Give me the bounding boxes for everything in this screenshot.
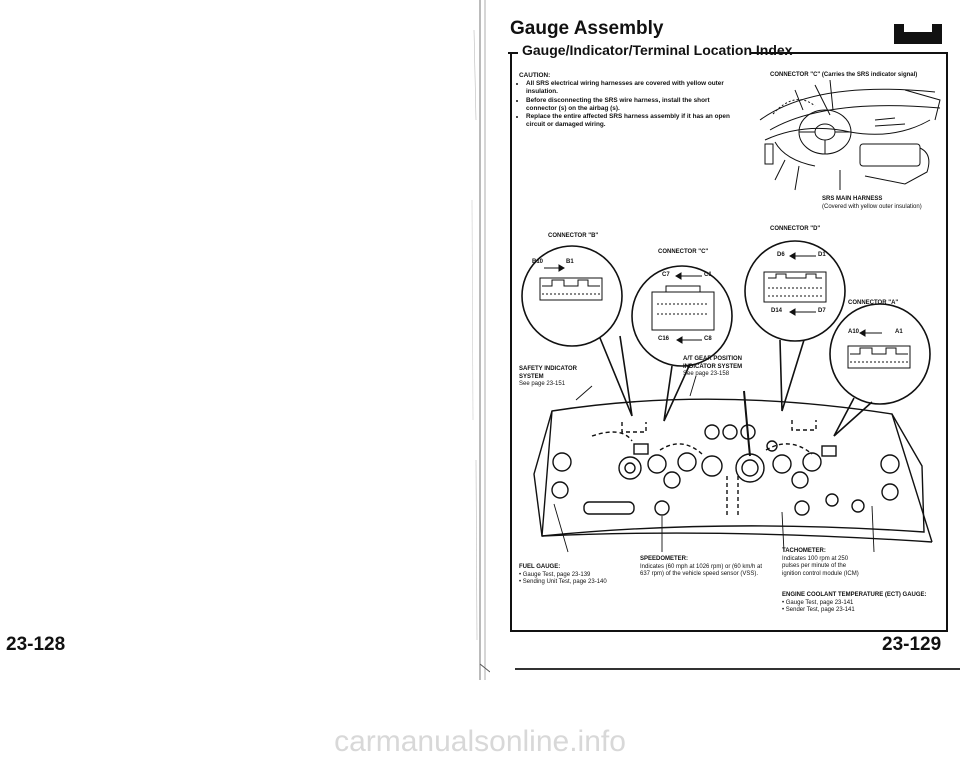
diagram-frame [510,54,948,632]
pin-d7: D7 [818,308,826,314]
connector-d-label: CONNECTOR "D" [770,226,821,232]
speedo-title: SPEEDOMETER: [640,556,689,562]
pin-d6: D6 [777,252,785,258]
at-gear-label: A/T GEAR POSITION INDICATOR SYSTEM See p… [683,356,742,379]
page-title: Gauge Assembly [510,18,664,39]
pin-c7: C7 [662,272,670,278]
page-number-right: 23-129 [882,634,942,655]
srs-harness-line1: SRS MAIN HARNESS [822,196,883,202]
speedometer-label: SPEEDOMETER: Indicates (60 mph at 1026 r… [640,556,772,579]
fuel-line1: • Gauge Test, page 23-139 [519,571,591,578]
fuel-title: FUEL GAUGE: [519,564,561,570]
caution-box: CAUTION: All SRS electrical wiring harne… [519,72,741,129]
connector-a-circle [829,303,931,405]
pin-c1: C1 [704,272,712,278]
caution-item: All SRS electrical wiring harnesses are … [526,80,741,96]
connector-b-circle [521,245,623,347]
ect-gauge-label: ENGINE COOLANT TEMPERATURE (ECT) GAUGE: … [782,592,927,615]
pin-a10: A10 [848,329,860,335]
connector-d-circle [744,240,846,342]
safety-line2: SYSTEM [519,373,544,380]
pin-b1: B1 [566,259,574,265]
caution-item: Before disconnecting the SRS wire harnes… [526,97,741,113]
tach-title: TACHOMETER: [782,548,826,554]
connector-b-label: CONNECTOR "B" [548,233,599,239]
fuel-line2: • Sending Unit Test, page 23-140 [519,579,607,586]
srs-harness-line2: (Covered with yellow outer insulation) [822,203,922,210]
tachometer-label: TACHOMETER: Indicates 100 rpm at 250 pul… [782,548,864,578]
page-subtitle: Gauge/Indicator/Terminal Location Index [522,42,793,58]
fuel-gauge-label: FUEL GAUGE: • Gauge Test, page 23-139 • … [519,564,607,587]
caution-heading: CAUTION: [519,72,551,79]
gauge-cluster-diagram [521,240,933,553]
pin-c8: C8 [704,336,712,342]
pin-c16: C16 [658,336,670,342]
connector-c-circle [631,265,733,367]
pin-d1: D1 [818,252,826,258]
srs-harness-label: SRS MAIN HARNESS (Covered with yellow ou… [822,196,922,211]
subtitle-rule-left [508,52,518,54]
subtitle-rule-right [751,52,948,54]
section-tab-icon [894,24,942,44]
caution-item: Replace the entire affected SRS harness … [526,113,741,129]
binding-edge [471,0,490,680]
at-line3: See page 23-158 [683,371,730,378]
bottom-rule [515,668,960,670]
at-line1: A/T GEAR POSITION [683,356,743,362]
safety-indicator-label: SAFETY INDICATOR SYSTEM See page 23-151 [519,366,577,389]
pin-a1: A1 [895,329,903,335]
connector-a-label: CONNECTOR "A" [848,300,899,306]
ect-title: ENGINE COOLANT TEMPERATURE (ECT) GAUGE: [782,592,927,598]
speedo-body: Indicates (60 mph at 1026 rpm) or (60 km… [640,563,763,578]
safety-line1: SAFETY INDICATOR [519,366,578,372]
connector-c-srs-label: CONNECTOR "C" (Carries the SRS indicator… [770,72,918,78]
pin-d14: D14 [771,308,783,314]
ect-line1: • Gauge Test, page 23-141 [782,599,854,606]
tach-body: Indicates 100 rpm at 250 pulses per minu… [782,555,859,577]
at-line2: INDICATOR SYSTEM [683,363,743,370]
watermark-text: carmanualsonline.info [334,725,626,758]
connector-c-label: CONNECTOR "C" [658,249,709,255]
ect-line2: • Sender Test, page 23-141 [782,607,855,614]
safety-line3: See page 23-151 [519,381,566,388]
dashboard-illustration [759,80,941,191]
page-number-left: 23-128 [6,634,66,655]
pin-b10: B10 [532,259,544,265]
